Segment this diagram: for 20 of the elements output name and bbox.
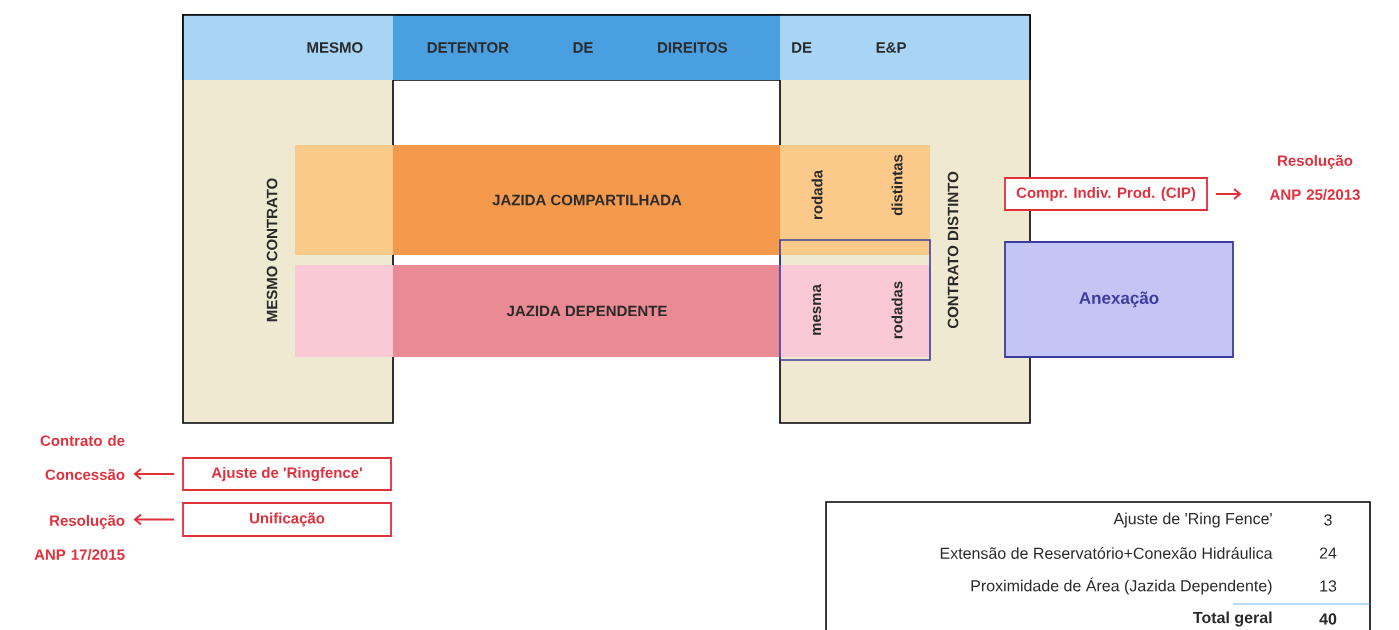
table-cell: Total geral (1193, 611, 1272, 627)
arrow (133, 513, 176, 526)
round-box: mesma rodadas (779, 239, 931, 361)
process-box: Anexação (1004, 241, 1234, 358)
rotated-label: CONTRATO DISTINTO (947, 171, 959, 329)
reference-text: Resolução ANP 25/2013 (1269, 154, 1360, 201)
arrow (133, 468, 176, 480)
table-cell: 24 (1319, 547, 1337, 559)
table-cell: 13 (1320, 580, 1337, 592)
table-cell: Proximidade de Área (Jazida Dependente) (971, 577, 1272, 595)
reference-text: Resolução ANP 17/2015 (34, 514, 125, 561)
table-cell: 40 (1319, 613, 1337, 625)
table-cell: 3 (1324, 514, 1332, 526)
arrow (1214, 188, 1242, 200)
table-cell: Extensão de Reservatório+Conexão Hidráulica (940, 547, 1273, 559)
table-cell: Ajuste de 'Ring Fence' (1113, 512, 1272, 528)
deposit-band: JAZIDA COMPARTILHADA rodada distintas (295, 145, 930, 255)
header-band: MESMO DETENTOR DE DIREITOS DE E&P (182, 14, 1031, 81)
rotated-label: MESMO CONTRATO (266, 178, 278, 322)
reference-text: Contrato de Concessão (40, 435, 125, 480)
